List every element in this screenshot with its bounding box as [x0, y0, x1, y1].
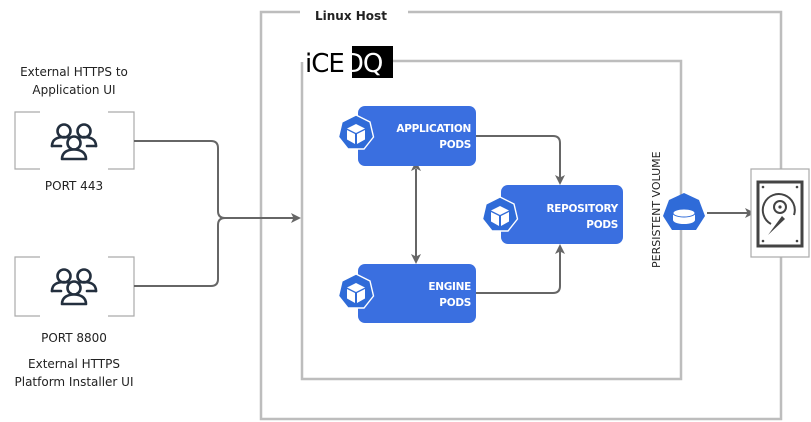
user-caption-line1: External HTTPS [28, 357, 120, 371]
user-group-installer-ui: PORT 8800 External HTTPS Platform Instal… [14, 256, 135, 389]
pod-label-line1: REPOSITORY [546, 203, 618, 215]
pod-connectors [411, 135, 755, 294]
persistent-volume-icon [663, 193, 705, 230]
pod-label-line2: PODS [586, 219, 618, 231]
connector-installer-ui [134, 217, 226, 287]
hard-disk-icon [756, 180, 804, 248]
pod-label-line2: PODS [439, 139, 471, 151]
user-caption-line2: Platform Installer UI [15, 375, 134, 389]
pod-application[interactable]: APPLICATION PODS [337, 106, 477, 166]
user-caption-line1: External HTTPS to [20, 65, 128, 79]
linux-host-container: Linux Host [259, 9, 783, 421]
pod-label-line2: PODS [439, 297, 471, 309]
icedq-container: iCEDQ [300, 46, 683, 381]
connector-app-ui [134, 140, 226, 219]
linux-host-label: Linux Host [315, 9, 387, 23]
pod-repository[interactable]: REPOSITORY PODS [481, 185, 624, 244]
icedq-logo: iCEDQ [305, 49, 382, 79]
users-group-icon [50, 268, 98, 306]
ingress-connectors [134, 140, 301, 287]
persistent-volume[interactable]: PERSISTENT VOLUME [650, 151, 705, 268]
pod-engine[interactable]: ENGINE PODS [337, 264, 477, 323]
port-label: PORT 8800 [41, 331, 107, 345]
port-label: PORT 443 [45, 179, 103, 193]
storage-hard-disk[interactable] [750, 168, 810, 258]
connector-app-repo [476, 135, 565, 185]
pod-label-line1: APPLICATION [396, 123, 471, 135]
users-group-icon [50, 123, 98, 161]
pod-label-line1: ENGINE [428, 281, 471, 293]
user-caption-line2: Application UI [32, 83, 115, 97]
connector-engine-repo [476, 244, 565, 294]
icedq-logo-highlight: DQ [344, 49, 383, 79]
user-group-app-ui: External HTTPS to Application UI PORT 44… [14, 65, 135, 193]
icedq-logo-highlight-bg [352, 46, 393, 78]
icedq-logo-plain: iCE [305, 49, 344, 79]
persistent-volume-label: PERSISTENT VOLUME [650, 151, 663, 268]
